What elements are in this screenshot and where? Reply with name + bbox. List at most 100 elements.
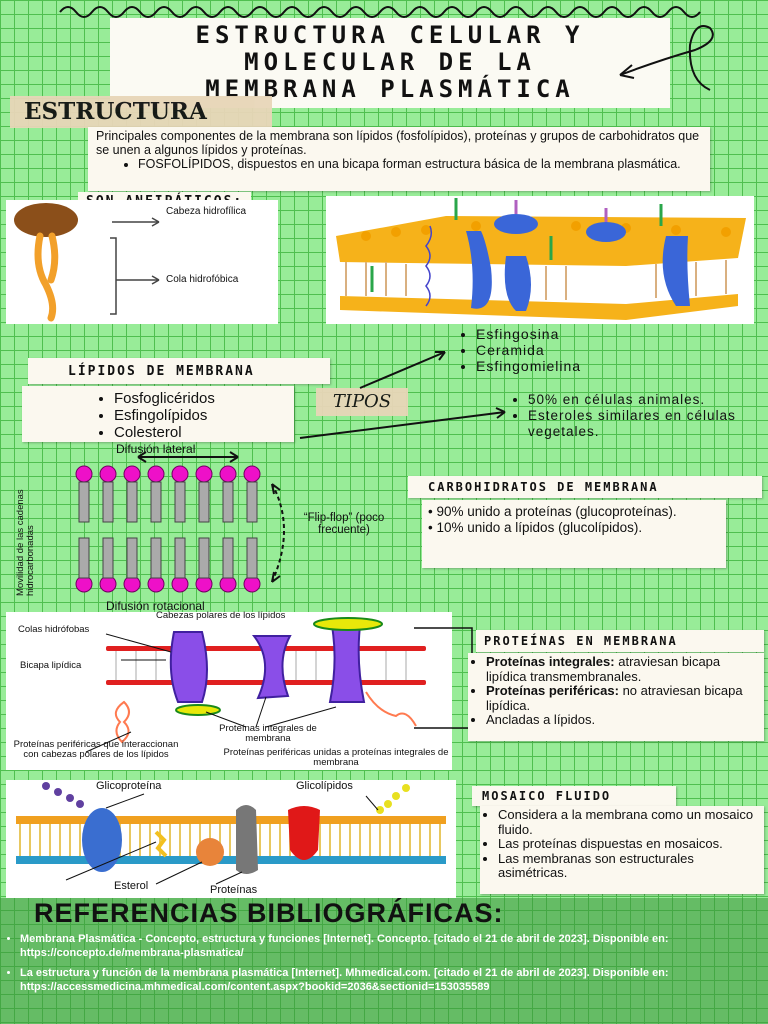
proteinas-figure: Cabezas polares de los lípidos Colas hid…: [6, 610, 452, 770]
colesterol-list: 50% en células animales. Esteroles simil…: [510, 392, 750, 440]
lipid-tail: [150, 537, 162, 579]
lipid-head: [147, 465, 165, 483]
references-heading: REFERENCIAS BIBLIOGRÁFICAS:: [34, 898, 504, 928]
lipid-esfingolipidos: Esfingolípidos: [114, 407, 294, 424]
lipid-tail: [198, 481, 210, 523]
tipos-tape: TIPOS: [316, 388, 408, 416]
mosaico-figure: Glicoproteína Glicolípidos Esterol Prote…: [6, 780, 456, 898]
title-line-2: MOLECULAR DE LA: [244, 48, 536, 76]
lipid-head: [219, 465, 237, 483]
carbohidratos-10: • 10% unido a lípidos (glucolípidos).: [428, 520, 643, 535]
mosaico-label: MOSAICO FLUIDO: [482, 789, 612, 803]
lipid-head: [75, 465, 93, 483]
cabezas-label: Cabezas polares de los lípidos: [156, 610, 286, 621]
perif-unidas-label: Proteínas periféricas unidas a proteínas…: [223, 747, 449, 768]
perif-cabezas-label: Proteínas periféricas que interaccionan …: [13, 739, 179, 760]
ceramida: Ceramida: [476, 342, 581, 358]
carbohidratos-label-card: CARBOHIDRATOS DE MEMBRANA: [408, 476, 762, 498]
lipid-tail: [150, 481, 162, 523]
membrane-3d-icon: [336, 198, 746, 320]
membrane-3d-image: [326, 196, 754, 324]
estructura-intro-card: Principales componentes de la membrana s…: [88, 127, 710, 191]
glicoproteina-label: Glicoproteína: [96, 780, 162, 792]
difusion-rotacional-label: Difusión rotacional: [106, 599, 205, 613]
proteinas-card: Proteínas integrales: atraviesan bicapa …: [468, 653, 764, 741]
integrales-item: Proteínas integrales: atraviesan bicapa …: [486, 654, 760, 684]
lipid-tail: [174, 537, 186, 579]
colesterol-animales: 50% en células animales.: [528, 392, 750, 408]
phospholipid-card: Cabeza hidrofílica Cola hidrofóbica: [6, 200, 278, 324]
reference-2: La estructura y función de la membrana p…: [20, 966, 758, 994]
proteinas-bracket-icon: [414, 627, 473, 729]
cola-label: Cola hidrofóbica: [166, 274, 239, 285]
lipid-tail: [78, 481, 90, 523]
proteinas-fig-label: Proteínas: [210, 884, 258, 896]
lipid-head: [171, 465, 189, 483]
top-wave-border: [59, 6, 701, 18]
lipid-tail: [102, 537, 114, 579]
fosfolipidos-bullet: FOSFOLÍPIDOS, dispuestos en una bicapa f…: [138, 157, 702, 171]
carbohidratos-card: • 90% unido a proteínas (glucoproteínas)…: [422, 500, 726, 568]
integrales-label: Proteínas integrales de membrana: [219, 723, 317, 744]
lipid-tail: [246, 481, 258, 523]
lipid-tail: [222, 481, 234, 523]
title-line-1: ESTRUCTURA CELULAR Y: [195, 21, 585, 49]
lateral-arrow-icon: [137, 451, 239, 463]
lipid-tail: [174, 481, 186, 523]
references-band: [0, 898, 768, 1024]
proteinas-diagram: [85, 617, 426, 753]
references-list: Membrana Plasmática - Concepto, estructu…: [6, 932, 758, 994]
colesterol-vegetales: Esteroles similares en células vegetales…: [528, 408, 750, 440]
lipid-tail: [246, 537, 258, 579]
lipid-head: [243, 465, 261, 483]
tipos-arrows-icon: [299, 351, 506, 439]
flipflop-arrow-icon: [271, 483, 285, 583]
lipid-head: [123, 465, 141, 483]
tipos-label: TIPOS: [332, 391, 392, 412]
bilayer-diagram: [75, 465, 261, 593]
carbohidratos-90: • 90% unido a proteínas (glucoproteínas)…: [428, 504, 677, 519]
esfingomielina: Esfingomielina: [476, 358, 581, 374]
lipid-head: [195, 465, 213, 483]
lipid-tail: [102, 481, 114, 523]
glicolipidos-label: Glicolípidos: [296, 780, 353, 792]
brace-arrows-icon: [110, 217, 160, 315]
carbohidratos-label: CARBOHIDRATOS DE MEMBRANA: [428, 480, 659, 494]
bicapa-label: Bicapa lipídica: [20, 660, 82, 671]
reference-1: Membrana Plasmática - Concepto, estructu…: [20, 932, 758, 960]
perifericas-item: Proteínas periféricas: no atraviesan bic…: [486, 683, 760, 713]
lipidos-list-card: Fosfoglicéridos Esfingolípidos Colestero…: [22, 386, 294, 442]
lipid-tail: [78, 537, 90, 579]
lipidos-label-card: LÍPIDOS DE MEMBRANA: [28, 358, 330, 384]
difusion-lateral-label: Difusión lateral: [116, 442, 196, 456]
curly-arrow-icon: [619, 25, 714, 91]
lipidos-label: LÍPIDOS DE MEMBRANA: [68, 364, 255, 379]
ancladas-item: Ancladas a lípidos.: [486, 712, 760, 728]
mosaico-item-1: Considera a la membrana como un mosaico …: [498, 807, 760, 837]
proteinas-label-card: PROTEÍNAS EN MEMBRANA: [476, 630, 764, 652]
cabeza-label: Cabeza hidrofílica: [166, 206, 247, 217]
estructura-tape: ESTRUCTURA: [10, 96, 272, 128]
estructura-intro: Principales componentes de la membrana s…: [96, 129, 700, 157]
esterol-label: Esterol: [114, 880, 149, 892]
lipid-fosfogliceridos: Fosfoglicéridos: [114, 390, 294, 407]
lipid-tail: [222, 537, 234, 579]
lipid-head: [99, 465, 117, 483]
phospholipid-icon: [14, 203, 78, 322]
colas-label: Colas hidrófobas: [18, 624, 90, 635]
lipid-tail: [126, 537, 138, 579]
mosaico-label-card: MOSAICO FLUIDO: [472, 786, 676, 806]
mosaico-diagram: [16, 782, 446, 885]
movilidad-label: Movilidad de las cadenas hidrocarbonadas: [15, 489, 36, 596]
mosaico-item-2: Las proteínas dispuestas en mosaicos.: [498, 836, 760, 852]
proteinas-label: PROTEÍNAS EN MEMBRANA: [484, 634, 678, 648]
lipid-tail: [198, 537, 210, 579]
flipflop-label: “Flip-flop” (poco frecuente): [303, 512, 385, 536]
estructura-tag: ESTRUCTURA: [24, 98, 207, 125]
title-box: ESTRUCTURA CELULAR Y MOLECULAR DE LA MEM…: [110, 18, 670, 108]
lipid-colesterol: Colesterol: [114, 424, 294, 441]
lipid-tail: [126, 481, 138, 523]
mosaico-card: Considera a la membrana como un mosaico …: [480, 806, 764, 894]
mosaico-item-3: Las membranas son estructurales asimétri…: [498, 851, 760, 881]
esfingosina: Esfingosina: [476, 326, 581, 342]
